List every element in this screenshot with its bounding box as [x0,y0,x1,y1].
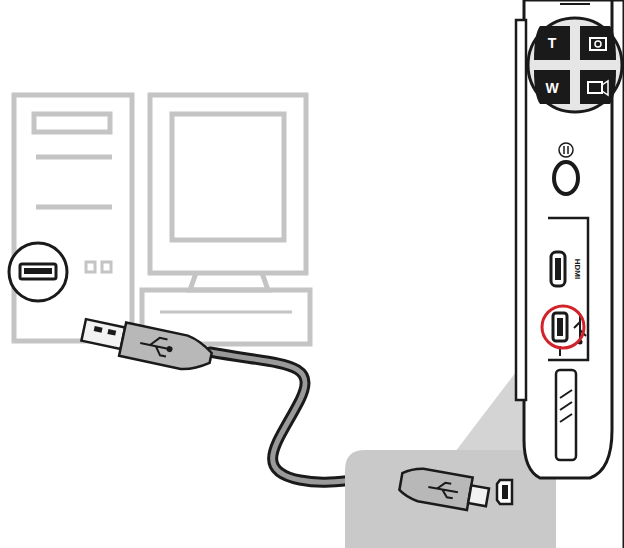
pc-usb-port [9,243,67,301]
computer-monitor [142,95,310,344]
button-label: W [545,81,558,95]
mini-usb-plug [398,465,490,513]
computer-tower [14,95,132,341]
mini-usb-socket [497,480,512,504]
usb-a-plug [80,314,214,374]
port-label: HDMI [573,259,581,279]
button-label: T [548,36,557,50]
camcorder [516,0,624,548]
highlight-circle [542,306,584,348]
